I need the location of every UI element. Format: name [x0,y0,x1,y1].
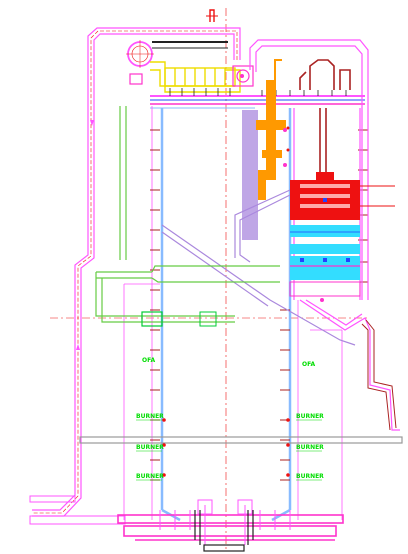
label-burner-left-1: BURNER [136,413,164,420]
label-burner-right-1: BURNER [296,413,324,420]
steam-drum [126,40,154,68]
label-burner-left-2: BURNER [136,444,164,451]
label-ofa-right: OFA [302,361,316,368]
air-heater-blue-markers [300,198,350,262]
superheater-yellow [150,61,241,93]
label-burner-right-2: BURNER [296,444,324,451]
reheater-orange [256,59,286,200]
burner-markers [162,126,290,477]
roof-hangers [169,88,347,96]
right-outlet-duct-dark [361,319,397,431]
drum-top-pipes [152,9,228,49]
label-burner-right-3: BURNER [296,473,324,480]
left-duct-arrow-down [90,120,94,126]
roof-pipes [150,95,365,109]
left-duct-arrow-up [76,344,80,350]
pink-markers [240,74,324,302]
economizer-red [290,172,360,220]
green-risers [95,106,280,323]
label-underlines [136,419,322,481]
green-header-box [141,311,163,327]
bottom-hopper-detail [159,499,291,545]
dark-red-piping [299,59,351,180]
label-burner-left-3: BURNER [136,473,164,480]
bottom-hopper [117,514,344,541]
diagonal-downcomers [161,189,356,346]
left-wall-ticks [150,129,160,481]
bottom-left-duct [29,495,126,525]
furnace-outer-pink [123,106,343,520]
bottom-black-pipes [194,510,254,552]
bottom-horizontal-pipe [79,436,403,444]
left-outer-duct-red [32,30,238,514]
superheater-header-boxes [129,65,254,87]
left-outer-duct [32,27,241,517]
rear-pass-purple [242,110,258,240]
right-outlet-duct [299,299,400,431]
green-header-box-right [199,311,217,327]
label-ofa-left: OFA [142,357,156,364]
